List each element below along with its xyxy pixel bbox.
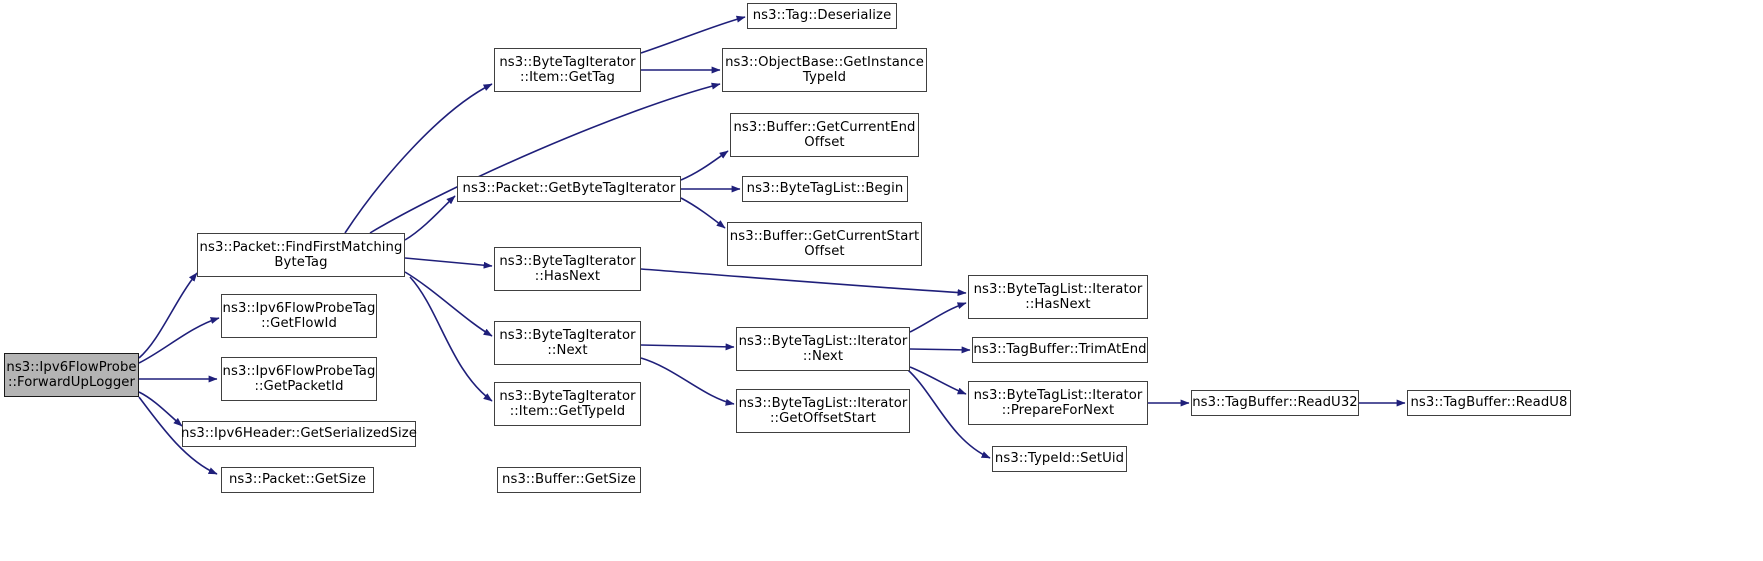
graph-node-label: ns3::ByteTagList::Iterator ::PrepareForN… <box>973 387 1143 419</box>
graph-node-label: ns3::ByteTagIterator ::HasNext <box>499 253 636 285</box>
call-edge-iterator-next-to-trimatend <box>909 346 971 354</box>
graph-node-label: ns3::Ipv6FlowProbeTag ::GetFlowId <box>222 300 376 332</box>
graph-node-label: ns3::ByteTagIterator ::Item::GetTypeId <box>499 388 636 420</box>
graph-node-getbytetagiterator[interactable]: ns3::Packet::GetByteTagIterator <box>457 176 681 202</box>
graph-node-getcurrentendoffset[interactable]: ns3::Buffer::GetCurrentEnd Offset <box>730 113 919 157</box>
graph-node-label: ns3::Buffer::GetCurrentEnd Offset <box>733 119 916 151</box>
call-edge-findfirstmatchingbytetag-to-itemgettypeid <box>409 276 493 402</box>
graph-node-label: ns3::ByteTagList::Begin <box>746 181 904 197</box>
graph-node-label: ns3::ByteTagList::Iterator ::Next <box>738 333 908 365</box>
graph-node-readu32[interactable]: ns3::TagBuffer::ReadU32 <box>1191 390 1359 416</box>
graph-node-label: ns3::TypeId::SetUid <box>994 451 1125 467</box>
graph-node-bytetagiterator-next[interactable]: ns3::ByteTagIterator ::Next <box>494 321 641 365</box>
graph-node-label: ns3::TagBuffer::ReadU32 <box>1192 395 1358 411</box>
graph-node-itemgettypeid[interactable]: ns3::ByteTagIterator ::Item::GetTypeId <box>494 382 641 426</box>
graph-node-label: ns3::ByteTagIterator ::Next <box>499 327 636 359</box>
graph-node-label: ns3::ByteTagIterator ::Item::GetTag <box>499 54 636 86</box>
graph-node-forwarduplogger[interactable]: ns3::Ipv6FlowProbe ::ForwardUpLogger <box>4 353 139 397</box>
graph-node-itemgettag[interactable]: ns3::ByteTagIterator ::Item::GetTag <box>494 48 641 92</box>
call-edge-findfirstmatchingbytetag-to-itemgettag <box>344 83 493 234</box>
call-edge-findfirstmatchingbytetag-to-bytetagiterator-hasnext <box>404 257 493 269</box>
graph-node-tagdeserialize[interactable]: ns3::Tag::Deserialize <box>747 3 897 29</box>
graph-node-readu8[interactable]: ns3::TagBuffer::ReadU8 <box>1407 390 1571 416</box>
graph-node-label: ns3::Packet::FindFirstMatching ByteTag <box>199 239 403 271</box>
graph-node-bytetagiterator-hasnext[interactable]: ns3::ByteTagIterator ::HasNext <box>494 247 641 291</box>
graph-node-getserializedsize[interactable]: ns3::Ipv6Header::GetSerializedSize <box>181 421 417 447</box>
graph-node-label: ns3::ByteTagList::Iterator ::HasNext <box>973 281 1143 313</box>
graph-node-label: ns3::Ipv6Header::GetSerializedSize <box>181 426 417 442</box>
graph-node-iterator-preparefornext[interactable]: ns3::ByteTagList::Iterator ::PrepareForN… <box>968 381 1148 425</box>
graph-node-label: ns3::Packet::GetByteTagIterator <box>462 181 676 197</box>
graph-node-packetgetsize[interactable]: ns3::Packet::GetSize <box>221 467 374 493</box>
call-edge-bytetagiterator-hasnext-to-iterator-hasnext <box>640 268 967 297</box>
graph-node-buffergetsize[interactable]: ns3::Buffer::GetSize <box>497 467 641 493</box>
call-edge-findfirstmatchingbytetag-to-getinstancetypeid <box>369 82 721 234</box>
graph-node-typeidsetuid[interactable]: ns3::TypeId::SetUid <box>992 446 1127 472</box>
call-edge-forwarduplogger-to-findfirstmatchingbytetag <box>138 272 198 359</box>
graph-node-label: ns3::ObjectBase::GetInstance TypeId <box>725 54 924 86</box>
graph-node-trimatend[interactable]: ns3::TagBuffer::TrimAtEnd <box>972 337 1148 363</box>
graph-node-label: ns3::Packet::GetSize <box>228 472 367 488</box>
call-edge-findfirstmatchingbytetag-to-bytetagiterator-next <box>404 271 493 337</box>
graph-node-getpacketid[interactable]: ns3::Ipv6FlowProbeTag ::GetPacketId <box>221 357 377 401</box>
graph-node-label: ns3::Buffer::GetSize <box>502 472 636 488</box>
graph-node-iterator-hasnext[interactable]: ns3::ByteTagList::Iterator ::HasNext <box>968 275 1148 319</box>
graph-node-label: ns3::TagBuffer::TrimAtEnd <box>973 342 1147 358</box>
graph-node-label: ns3::Tag::Deserialize <box>752 8 892 24</box>
graph-node-label: ns3::Ipv6FlowProbeTag ::GetPacketId <box>222 363 376 395</box>
graph-node-label: ns3::Ipv6FlowProbe ::ForwardUpLogger <box>6 359 137 391</box>
graph-node-iterator-getoffsetstart[interactable]: ns3::ByteTagList::Iterator ::GetOffsetSt… <box>736 389 910 433</box>
graph-node-bytetaglistbegin[interactable]: ns3::ByteTagList::Begin <box>742 176 908 202</box>
call-edge-iterator-next-to-iterator-hasnext <box>909 302 967 333</box>
graph-node-getinstancetypeid[interactable]: ns3::ObjectBase::GetInstance TypeId <box>722 48 927 92</box>
graph-node-label: ns3::Buffer::GetCurrentStart Offset <box>729 228 920 260</box>
call-edge-iterator-next-to-iterator-preparefornext <box>909 366 967 395</box>
graph-node-label: ns3::TagBuffer::ReadU8 <box>1410 395 1568 411</box>
call-edge-bytetagiterator-next-to-iterator-next <box>640 343 735 351</box>
graph-node-findfirstmatchingbytetag[interactable]: ns3::Packet::FindFirstMatching ByteTag <box>197 233 405 277</box>
graph-node-iterator-next[interactable]: ns3::ByteTagList::Iterator ::Next <box>736 327 910 371</box>
call-edge-bytetagiterator-next-to-iterator-getoffsetstart <box>640 357 735 406</box>
call-edge-forwarduplogger-to-getserializedsize <box>138 391 183 427</box>
graph-node-label: ns3::ByteTagList::Iterator ::GetOffsetSt… <box>738 395 908 427</box>
call-edge-forwarduplogger-to-getflowid <box>138 317 220 364</box>
call-edge-getbytetagiterator-to-getcurrentendoffset <box>680 150 729 181</box>
call-edge-getbytetagiterator-to-getcurrentstartoffset <box>680 197 726 229</box>
graph-node-getcurrentstartoffset[interactable]: ns3::Buffer::GetCurrentStart Offset <box>727 222 922 266</box>
call-edge-findfirstmatchingbytetag-to-getbytetagiterator <box>404 195 456 241</box>
graph-node-getflowid[interactable]: ns3::Ipv6FlowProbeTag ::GetFlowId <box>221 294 377 338</box>
